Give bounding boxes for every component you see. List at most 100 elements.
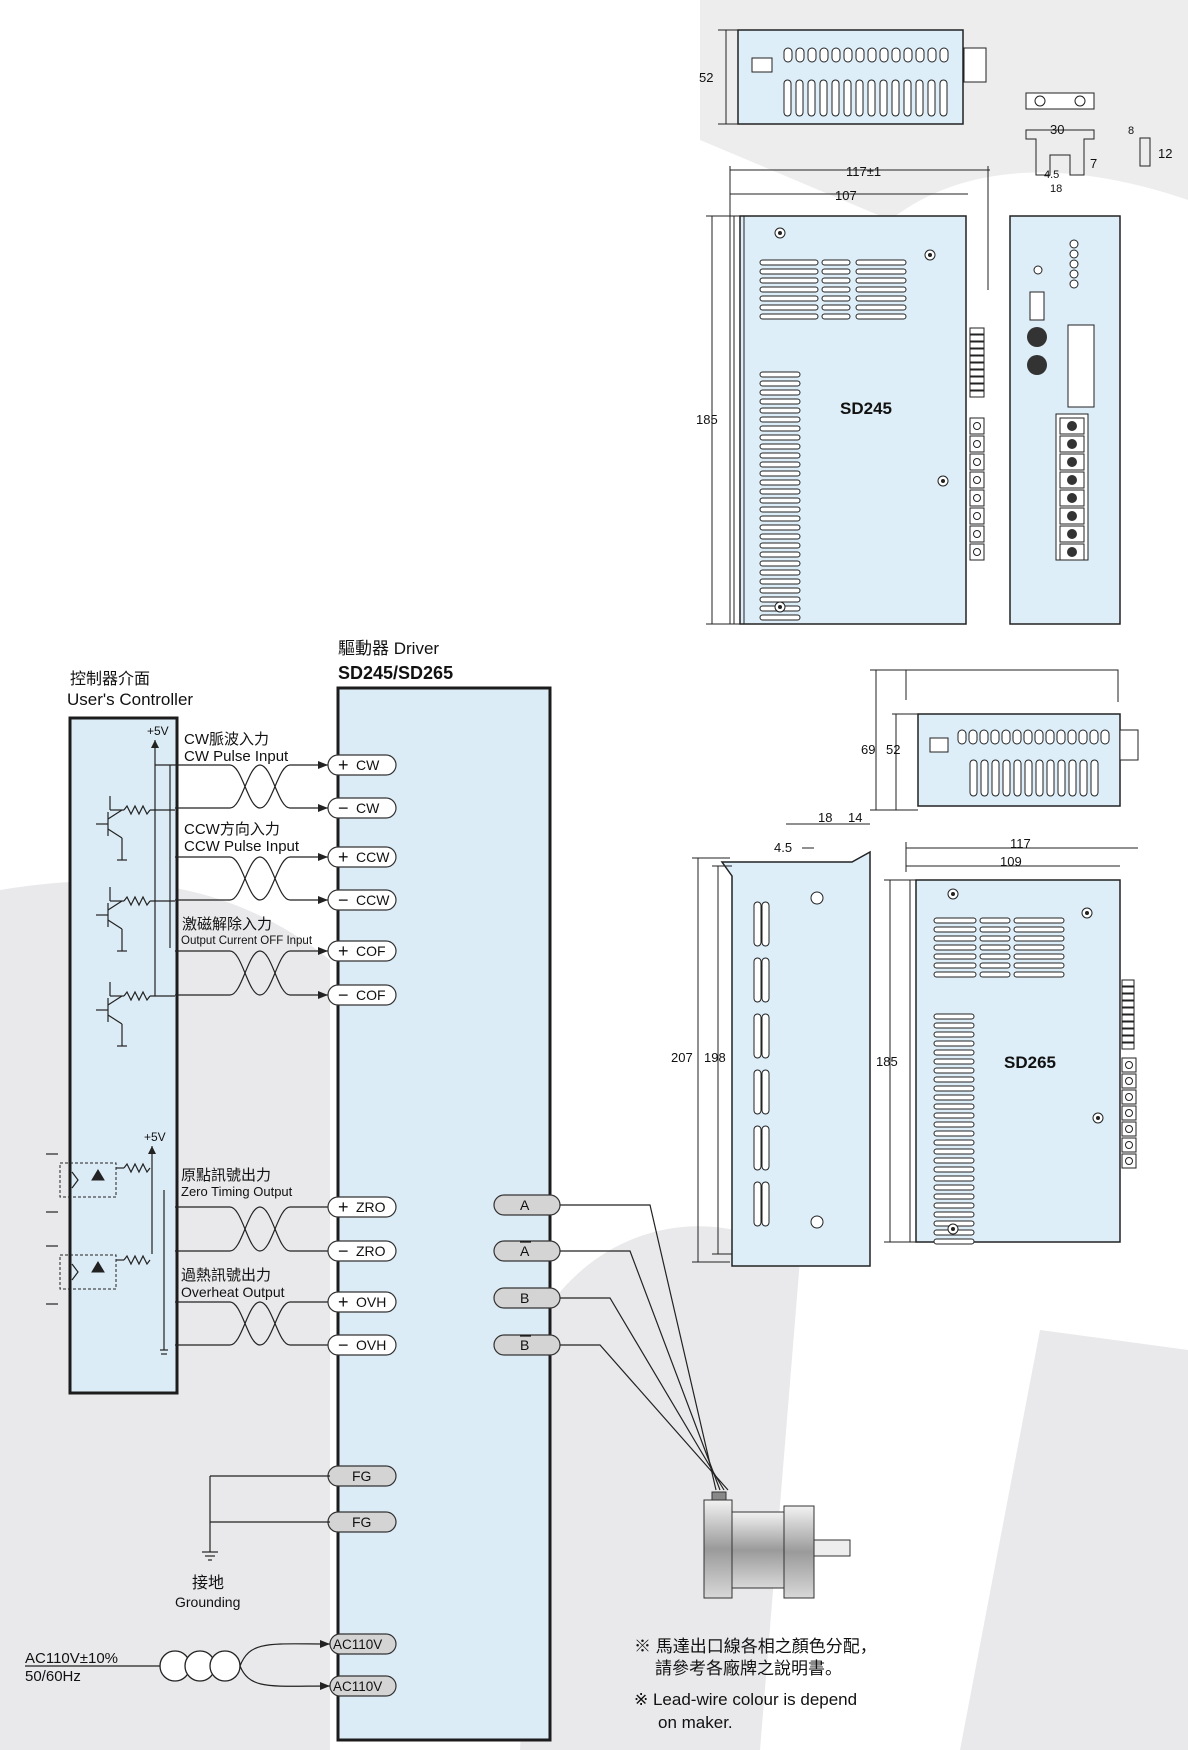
ac-pin-1: AC110V xyxy=(329,1633,397,1655)
label-ovh-en: Overheat Output xyxy=(181,1284,285,1300)
dip-switch xyxy=(1029,291,1045,321)
pin-minus-zro: −ZRO xyxy=(327,1240,397,1262)
label-ccw-zh: CCW方向入力 xyxy=(184,821,280,838)
label-cw-en: CW Pulse Input xyxy=(184,748,289,765)
controller-box xyxy=(68,716,179,1395)
svg-text:A: A xyxy=(520,1243,530,1259)
label-cof-en: Output Current OFF Input xyxy=(181,935,313,947)
svg-text:CW: CW xyxy=(356,800,380,816)
svg-text:+: + xyxy=(338,847,349,867)
sd265-side-slots-top xyxy=(957,729,1110,745)
svg-text:ZRO: ZRO xyxy=(356,1199,386,1215)
sd245-bracket-dim-18: 18 xyxy=(1050,183,1062,195)
pin-minus-cw: −CW xyxy=(327,797,397,819)
svg-text:+: + xyxy=(338,941,349,961)
motor-pin-1: A xyxy=(493,1194,561,1216)
sd265-dim-207: 207 xyxy=(671,1050,693,1065)
sd245-dim-107: 107 xyxy=(835,188,857,203)
svg-text:+: + xyxy=(338,1292,349,1312)
sd245-bracket-dim-8: 8 xyxy=(1128,125,1134,137)
ac-pin-2: AC110V xyxy=(329,1675,397,1697)
signal-wires xyxy=(175,761,328,1346)
svg-text:CCW: CCW xyxy=(356,892,390,908)
label-ccw-en: CCW Pulse Input xyxy=(184,838,300,855)
pin-plus-ovh: +OVH xyxy=(327,1291,397,1313)
ac-power-pins: AC110V AC110V xyxy=(329,1633,397,1697)
driver-signal-pins: +CW−CW+CCW−CCW+COF−COF+ZRO−ZRO+OVH−OVH xyxy=(327,754,397,1356)
svg-text:−: − xyxy=(338,890,349,910)
supply-5v-mid: +5V xyxy=(144,1130,166,1144)
sd265-dim-185: 185 xyxy=(876,1054,898,1069)
svg-text:OVH: OVH xyxy=(356,1337,386,1353)
sd245-bracket-dim-30: 30 xyxy=(1050,122,1064,137)
svg-text:−: − xyxy=(338,985,349,1005)
motor-wires xyxy=(560,1204,729,1491)
label-cof-zh: 激磁解除入力 xyxy=(182,916,272,933)
svg-text:+: + xyxy=(338,755,349,775)
controller-title-zh: 控制器介面 xyxy=(70,670,150,688)
sd245-model-label: SD245 xyxy=(840,399,892,418)
svg-text:−: − xyxy=(338,1335,349,1355)
sd265-dim-52: 52 xyxy=(886,742,900,757)
power-spec-line1: AC110V±10% xyxy=(25,1650,118,1667)
sd245-terminal-block xyxy=(969,327,985,561)
controller-title-en: User's Controller xyxy=(67,690,193,709)
pin-minus-ccw: −CCW xyxy=(327,889,397,911)
motor-pin-3: B xyxy=(493,1287,561,1309)
sd265-plate-slots xyxy=(753,901,770,1227)
svg-text:+: + xyxy=(338,1197,349,1217)
svg-text:ZRO: ZRO xyxy=(356,1243,386,1259)
sd245-side-connector xyxy=(751,57,773,73)
sd265-front-vents-side xyxy=(933,1013,975,1245)
label-ovh-zh: 過熱訊號出力 xyxy=(181,1267,271,1284)
sd265-dim-198: 198 xyxy=(704,1050,726,1065)
sd265-dim-18: 18 xyxy=(818,810,832,825)
sd245-drawing: 52 30 7 4.5 18 8 12 117±1 107 SD245 185 xyxy=(696,29,1172,625)
sd245-front-vents-side xyxy=(759,371,801,621)
pin-plus-cof: + COF xyxy=(327,940,397,962)
note-en-line1: ※ Lead-wire colour is depend xyxy=(634,1690,857,1709)
svg-text:B: B xyxy=(520,1337,529,1353)
supply-5v-top: +5V xyxy=(147,724,169,738)
motor-pins: A A B B xyxy=(493,1194,561,1356)
sd245-side-leds xyxy=(1069,239,1079,289)
stepper-motor xyxy=(703,1491,851,1599)
sd265-mounting-plate xyxy=(720,850,871,1267)
sd265-dim-4-5: 4.5 xyxy=(774,840,792,855)
svg-text:COF: COF xyxy=(356,943,386,959)
sd265-side-slots-bottom xyxy=(969,759,1099,797)
sd245-side-slots-top xyxy=(783,47,949,63)
svg-text:B: B xyxy=(520,1290,529,1306)
pin-plus-ccw: +CCW xyxy=(327,846,397,868)
grounding-en: Grounding xyxy=(175,1594,240,1610)
label-cw-zh: CW脈波入力 xyxy=(184,731,269,748)
svg-text:AC110V: AC110V xyxy=(333,1637,382,1652)
sd265-dim-14: 14 xyxy=(848,810,862,825)
sd245-side-slots-bottom xyxy=(783,79,948,117)
pin-plus-zro: + ZRO xyxy=(327,1196,397,1218)
sd245-dim-52: 52 xyxy=(699,70,713,85)
fg-pin-2: FG xyxy=(327,1511,397,1533)
svg-text:AC110V: AC110V xyxy=(333,1679,382,1694)
sd265-dim-109: 109 xyxy=(1000,854,1022,869)
grounding-zh: 接地 xyxy=(192,1574,224,1592)
svg-text:A: A xyxy=(520,1197,530,1213)
pin-minus-ovh: −OVH xyxy=(327,1334,397,1356)
driver-title: 驅動器 Driver xyxy=(338,639,439,658)
sd265-drawing: 69 52 18 14 4.5 207 198 117 109 SD265 xyxy=(671,669,1139,1267)
label-zro-en: Zero Timing Output xyxy=(181,1184,293,1199)
sd265-dim-117: 117 xyxy=(1010,836,1031,851)
sd245-dim-117: 117±1 xyxy=(846,164,881,179)
svg-text:−: − xyxy=(338,1241,349,1261)
note-en-line2: on maker. xyxy=(658,1713,733,1732)
pin-plus-cw: +CW xyxy=(327,754,397,776)
sd245-bracket-dim-7: 7 xyxy=(1090,156,1097,171)
label-zro-zh: 原點訊號出力 xyxy=(181,1167,271,1184)
sd265-model-label: SD265 xyxy=(1004,1053,1056,1072)
note-zh-line2: 請參考各廠牌之說明書。 xyxy=(655,1658,842,1678)
fg-pin-1: FG xyxy=(327,1465,397,1487)
svg-text:FG: FG xyxy=(352,1468,371,1484)
controller-circuits xyxy=(46,765,175,1305)
